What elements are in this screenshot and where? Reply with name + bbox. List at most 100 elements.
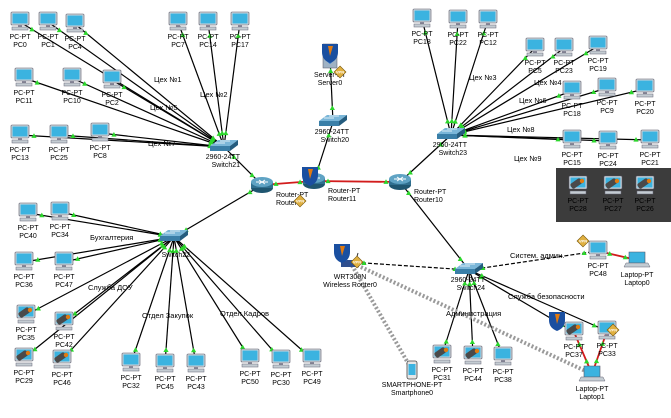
device-name-label: Switch20 (321, 137, 350, 144)
device-name-label: PC20 (636, 109, 654, 116)
device-switch22[interactable]: Switch22 (159, 229, 190, 259)
port-status-up-icon (438, 141, 444, 147)
network-devices: PC-PTPC0PC-PTPC1PC-PTPC4PC-PTPC7PC-PTPC1… (10, 8, 662, 401)
link-pc5-switch23 (450, 47, 536, 136)
port-status-up-icon (273, 181, 279, 186)
port-status-up-icon (231, 154, 237, 159)
desktop-pc-icon (588, 35, 608, 55)
link-router10-switch24 (399, 181, 470, 271)
link-pc14-switch21 (207, 21, 225, 148)
device-model-label: PC-PT (38, 34, 60, 41)
desktop-pc-icon (65, 13, 85, 33)
device-model-label: PC-PT (168, 34, 190, 41)
device-model-label: PC-PT (598, 153, 620, 160)
port-status-up-icon (83, 30, 89, 35)
device-model-label: 2960-24TT (433, 142, 468, 149)
segment-label-buh: Бухгалтерия (90, 233, 133, 242)
device-model-label: PC-PT (588, 263, 610, 270)
device-model-label: PC-PT (302, 371, 324, 378)
segment-label-security: Служба безопасности (508, 292, 585, 301)
port-status-up-icon (56, 27, 63, 33)
device-model-label: PC-PT (62, 90, 84, 97)
link-pc11-switch21 (23, 77, 225, 148)
device-name-label: PC50 (241, 379, 259, 386)
desktop-pc-icon (10, 11, 30, 31)
vpn-badge-icon: VPN (576, 234, 590, 248)
device-model-label: PC-PT (271, 372, 293, 379)
device-name-label: Server0 (318, 80, 343, 87)
desktop-pc-icon (525, 37, 545, 57)
switch-icon (159, 229, 189, 242)
port-status-up-icon (325, 178, 331, 184)
vpn-badge-label: VPN (296, 199, 304, 204)
segment-label-ceh1: Цех №1 (154, 75, 182, 84)
link-pc35-switch22 (25, 236, 175, 316)
port-status-up-icon (170, 248, 176, 253)
desktop-pc-icon (598, 130, 618, 150)
desktop-pc-icon (54, 311, 74, 331)
vpn-badge-icon: VPN (350, 255, 364, 269)
link-pc29-switch22 (23, 236, 175, 359)
link-pc23-switch23 (450, 47, 565, 136)
